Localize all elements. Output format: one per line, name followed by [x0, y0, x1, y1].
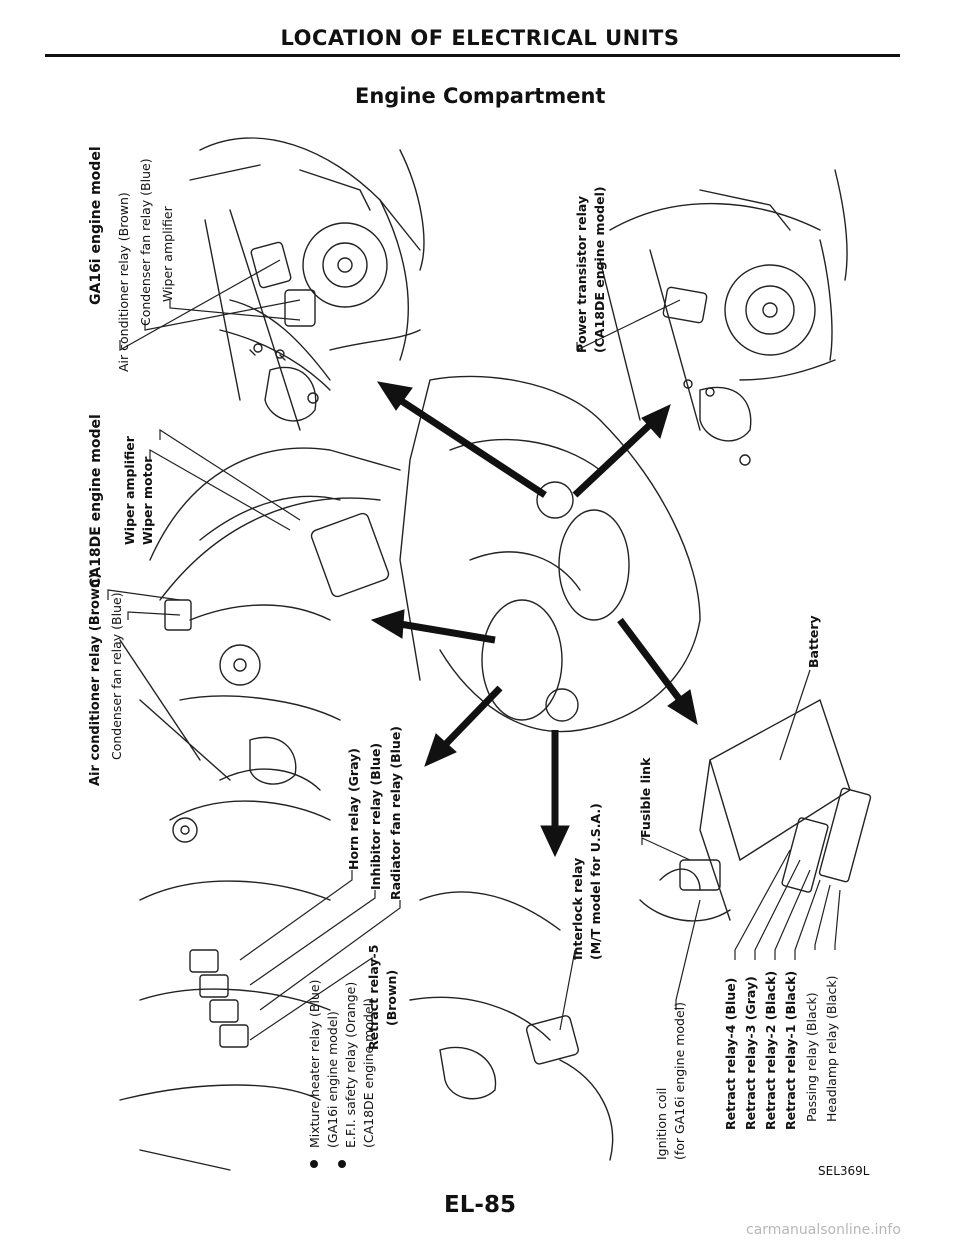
- label-wiper-motor: Wiper motor: [140, 456, 155, 545]
- label-efi-safety-relay: E.F.I. safety relay (Orange): [343, 981, 358, 1148]
- battery-illustration: [639, 698, 872, 922]
- page-title: LOCATION OF ELECTRICAL UNITS: [280, 26, 680, 50]
- figure-code: SEL369L: [818, 1164, 870, 1178]
- label-horn-relay: Horn relay (Gray): [346, 748, 361, 870]
- label-radiator-fan-relay: Radiator fan relay (Blue): [388, 725, 403, 900]
- label-ca18de-model-note-2: (CA18DE engine model): [361, 998, 376, 1148]
- engine-compartment-overview: [399, 375, 701, 733]
- label-ignition-coil: Ignition coil: [654, 1087, 669, 1160]
- label-mixture-heater-relay: Mixture heater relay (Blue): [307, 979, 322, 1148]
- section-title: Engine Compartment: [355, 84, 606, 108]
- ga16i-relay-illustration: [189, 137, 425, 431]
- relay-bank-illustration: [119, 800, 331, 1171]
- label-retract-relay-4: Retract relay-4 (Blue): [723, 977, 738, 1130]
- interlock-illustration: [409, 891, 614, 1161]
- label-passing-relay: Passing relay (Black): [804, 992, 819, 1122]
- label-retract-relay-1: Retract relay-1 (Black): [783, 970, 798, 1130]
- label-inhibitor-relay: Inhibitor relay (Blue): [368, 742, 383, 890]
- ca18de-model-heading: CA18DE engine model: [88, 414, 104, 588]
- label-retract-relay-2: Retract relay-2 (Black): [763, 970, 778, 1130]
- label-ac-relay-brown: Air conditioner relay (Brown): [116, 192, 131, 372]
- watermark: carmanualsonline.info: [746, 1222, 901, 1238]
- page-number: EL-85: [444, 1192, 516, 1218]
- label-ignition-note: (for GA16i engine model): [672, 1001, 687, 1160]
- label-retract-relay-3: Retract relay-3 (Gray): [743, 976, 758, 1130]
- title-rule: [45, 54, 900, 57]
- ca18de-engine-illustration: [119, 447, 401, 791]
- label-headlamp-relay: Headlamp relay (Black): [824, 975, 839, 1122]
- ca18de-relay-illustration: [599, 169, 848, 466]
- label-condenser-relay-blue-2: Condenser fan relay (Blue): [109, 592, 124, 760]
- bullet-marker: [338, 1160, 346, 1168]
- label-ga16i-model-note: (GA16i engine model): [325, 1011, 340, 1148]
- label-wiper-amplifier-2: Wiper amplifier: [122, 436, 137, 545]
- label-ac-relay-brown-2: Air conditioner relay (Brown): [88, 572, 103, 786]
- label-wiper-amplifier: Wiper amplifier: [160, 206, 175, 302]
- label-retract-relay-5-color: (Brown): [384, 969, 399, 1026]
- label-fusible-link: Fusible link: [638, 757, 653, 838]
- pointer-arrows: [370, 381, 698, 858]
- label-power-transistor-relay: Power transistor relay: [574, 195, 589, 353]
- ga16i-model-heading: GA16i engine model: [88, 146, 104, 305]
- label-condenser-relay-blue: Condenser fan relay (Blue): [138, 158, 153, 326]
- bullet-marker: [310, 1160, 318, 1168]
- label-ca18de-model-note: (CA18DE engine model): [592, 186, 607, 353]
- label-interlock-note: (M/T model for U.S.A.): [588, 803, 603, 960]
- label-interlock-relay: Interlock relay: [570, 857, 585, 960]
- label-battery: Battery: [806, 615, 821, 668]
